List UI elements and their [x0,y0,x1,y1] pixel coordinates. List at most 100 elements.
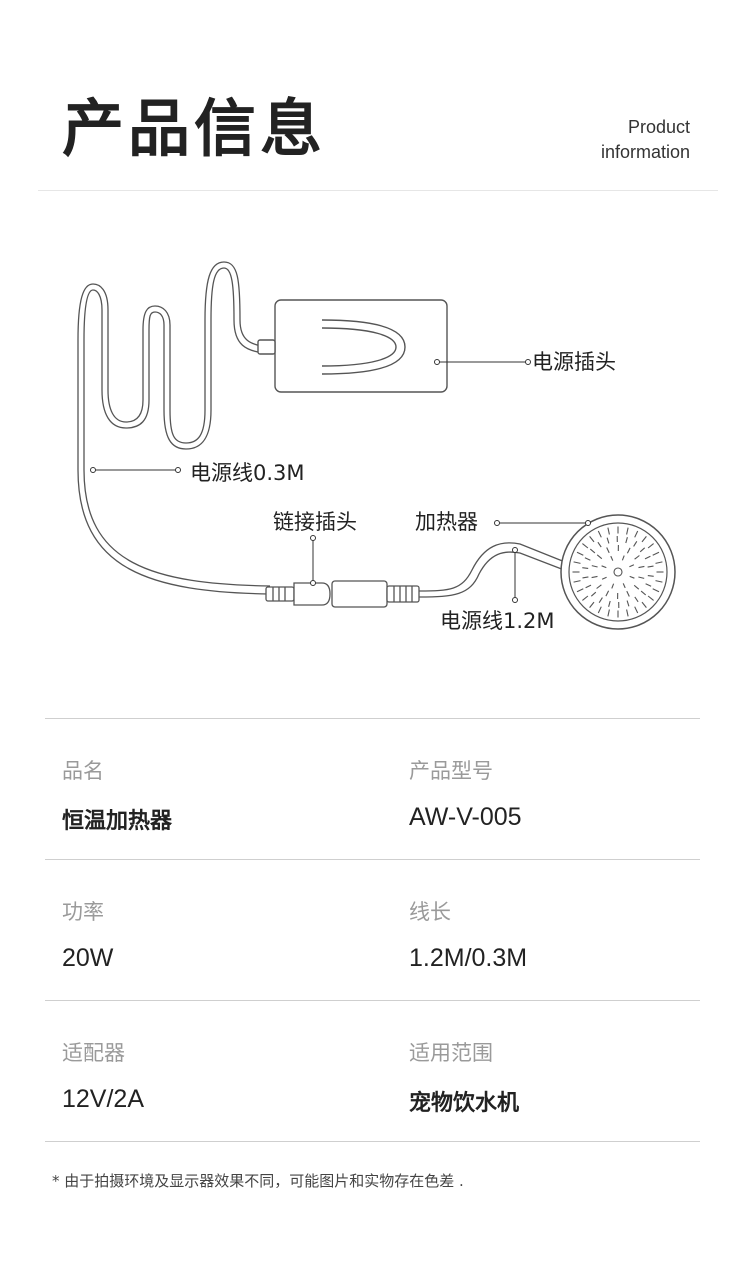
heater-vent-slot [607,609,610,617]
heater-vent-slot [633,541,638,547]
heater-vent-slot [589,548,596,554]
connector-plug [265,580,420,608]
heater-vent-slot [590,591,597,597]
spec-value-name: 恒温加热器 [62,809,173,834]
heater-vent-slot [605,590,610,597]
heater-vent-slot [591,575,598,579]
heater-vent-slot [573,580,581,583]
heater-vent-slot [582,543,589,549]
heater-vent-slot [576,551,584,556]
spec-label-adapter: 适配器 [62,1041,125,1065]
heater-vent-slot [629,564,635,568]
spec-value-scope: 宠物饮水机 [409,1091,520,1116]
heater-vent-slot [647,595,654,601]
label-power-plug: 电源插头 [532,350,616,374]
heater-vent-slot [589,601,595,608]
spec-value-adapter: 12V/2A [62,1085,145,1113]
heater-vent-slot [596,554,603,560]
heater-vent-slot [606,547,610,554]
heater-vent-slot [601,576,607,580]
product-diagram: 电源插头 电源线0.3M 链接插头 加热器 电源线1.2M [77,261,676,633]
spec-value-power: 20W [62,944,114,972]
label-cord-short: 电源线0.3M [190,461,305,485]
heater-vent-slot [610,555,614,561]
power-cord-long [418,542,586,598]
spec-label-power: 功率 [62,900,104,924]
heater-vent-slot [601,565,607,569]
heater-vent-slot [611,583,615,589]
power-adapter [257,299,448,393]
heater-vent-slot [652,551,660,556]
heater-vent-slot [629,575,635,579]
heater-vent-slot [589,536,595,543]
heater-vent-slot [647,543,654,549]
heater-vent-slot [573,561,581,564]
power-cord-short [77,261,271,595]
heater-vent-slot [606,537,610,544]
heater-vent-slot [621,555,625,561]
spec-value-cord-length: 1.2M/0.3M [409,944,528,972]
heater-vent-slot [634,596,639,603]
heater-vent-slot [576,588,584,593]
heater-vent-slot [640,590,647,596]
heater-vent-slot [597,530,602,538]
callout-lines [90,359,591,603]
heater-disc [560,514,676,630]
heater-vents [572,526,664,618]
spec-label-name: 品名 [62,759,104,783]
heater-vent-slot [641,601,647,608]
spec-row: 功率 20W 线长 1.2M/0.3M [45,859,700,1000]
heater-vent-slot [647,565,654,568]
heater-vent-slot [582,595,589,601]
spec-row: 适配器 12V/2A 适用范围 宠物饮水机 [45,1000,700,1142]
spec-label-cord-length: 线长 [409,900,451,924]
heater-vent-slot [641,536,647,543]
heater-vent-slot [585,584,592,589]
heater-vent-slot [647,575,654,577]
heater-vent-slot [634,530,639,538]
diagram-labels: 电源插头 电源线0.3M 链接插头 加热器 电源线1.2M [190,350,616,633]
heater-vent-slot [597,541,602,548]
heater-vent-slot [633,584,640,590]
heater-vent-slot [582,567,589,569]
heater-vent-slot [607,527,610,535]
heater-vent-slot [645,583,652,587]
spec-label-model: 产品型号 [409,759,493,783]
spec-value-model: AW-V-005 [409,803,522,831]
heater-vent-slot [591,565,598,568]
spec-table: 品名 恒温加热器 产品型号 AW-V-005 功率 20W 线长 1.2M/0.… [45,718,700,1142]
heater-vent-slot [638,565,645,569]
heater-vent-slot [655,580,663,583]
header-divider [38,190,718,191]
heater-vent-slot [584,557,591,561]
label-connector: 链接插头 [273,510,357,534]
subtitle-line-1: Product [627,117,690,137]
heater-vent-slot [634,555,640,560]
heater-vent-slot [639,547,646,553]
heater-vent-slot [596,584,602,589]
heater-vent-slot [626,600,630,607]
heater-vent-slot [638,576,645,579]
heater-vent-slot [608,600,611,607]
heater-vent-slot [625,537,628,544]
heater-vent-slot [644,555,651,560]
heater-vent-slot [598,597,603,603]
spec-row: 品名 恒温加热器 产品型号 AW-V-005 [45,718,700,859]
heater-vent-slot [626,609,629,617]
heater-vent-slot [582,576,589,579]
heater-vent-slot [626,547,631,554]
label-cord-long: 电源线1.2M [440,609,555,633]
heater-vent-slot [626,527,629,535]
page-subtitle: Product information [601,115,690,165]
footnote: * 由于拍摄环境及显示器效果不同，可能图片和实物存在色差 . [52,1172,464,1190]
spec-label-scope: 适用范围 [409,1041,493,1065]
heater-vent-slot [622,583,626,589]
heater-vent-slot [652,588,660,593]
page-title: 产品信息 [62,92,327,165]
heater-vent-slot [597,606,602,614]
label-heater: 加热器 [415,510,478,534]
heater-vent-slot [626,590,630,597]
heater-vent-slot [655,561,663,564]
subtitle-line-2: information [600,142,690,162]
heater-vent-slot [634,606,639,614]
